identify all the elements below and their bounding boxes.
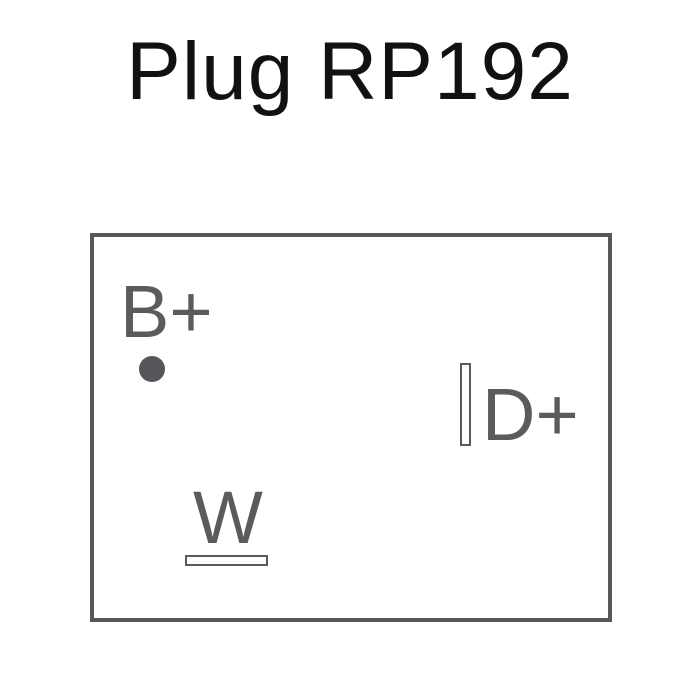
plug-outline: B+ D+ W xyxy=(90,233,612,622)
pin-label-b-plus: B+ xyxy=(120,270,213,353)
page-title: Plug RP192 xyxy=(126,26,574,117)
flat-pin-w xyxy=(185,555,268,566)
pin-label-w: W xyxy=(193,476,263,559)
round-pin-b-plus xyxy=(139,356,165,382)
pin-label-d-plus: D+ xyxy=(482,373,579,456)
flat-pin-d-plus xyxy=(460,363,471,446)
